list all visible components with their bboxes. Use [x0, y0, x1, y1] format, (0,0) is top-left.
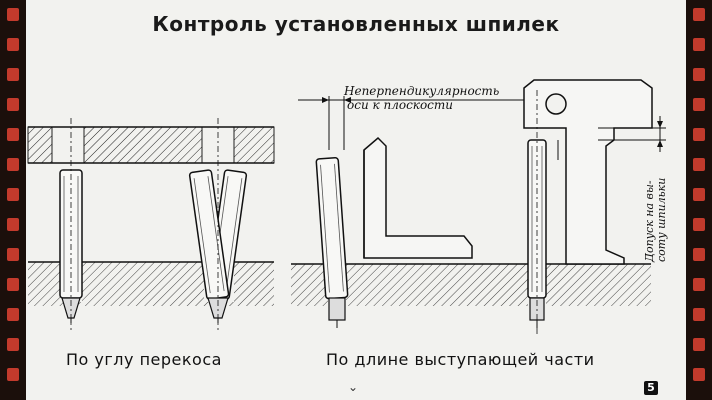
film-perforation [693, 218, 705, 231]
square-gauge [363, 136, 473, 259]
caption-protrusion-length: По длине выступающей части [326, 350, 595, 369]
page-number-badge: 5 [644, 381, 658, 395]
film-perforation [693, 68, 705, 81]
film-perforation [7, 8, 19, 21]
filmstrip-right [686, 0, 712, 400]
top-plate [27, 126, 275, 164]
film-perforation [7, 188, 19, 201]
film-perforation [693, 338, 705, 351]
film-perforation [7, 38, 19, 51]
stud-inspection-diagram [27, 79, 666, 335]
chevron-down-icon[interactable]: ⌄ [348, 380, 359, 394]
film-perforation [693, 98, 705, 111]
stud-tilted-right [315, 157, 349, 328]
film-perforation [7, 98, 19, 111]
perpendicularity-label-line2: оси к плоскости [347, 98, 454, 112]
perpendicularity-label-line1: Неперпендикулярность [344, 84, 500, 98]
film-perforation [693, 278, 705, 291]
film-perforation [7, 338, 19, 351]
slide-title: Контроль установленных шпилек [152, 12, 560, 36]
film-perforation [693, 158, 705, 171]
height-tolerance-label-line2: соту шпильки [655, 177, 668, 262]
stud-tilted-pair [188, 169, 248, 323]
film-perforation [693, 38, 705, 51]
slide: Контроль установленных шпилек Неперпенди… [26, 0, 686, 400]
film-perforation [7, 128, 19, 141]
center-lines [70, 90, 538, 335]
film-perforation [7, 278, 19, 291]
film-perforation [693, 188, 705, 201]
film-perforation [7, 158, 19, 171]
caption-tilt-angle: По углу перекоса [66, 350, 222, 369]
film-perforation [7, 368, 19, 381]
height-gauge [523, 79, 653, 265]
film-perforation [693, 8, 705, 21]
film-perforation [7, 68, 19, 81]
film-perforation [693, 308, 705, 321]
perpendicularity-dimension [298, 96, 526, 150]
film-perforation [7, 218, 19, 231]
height-tolerance-label: Допуск на вы- соту шпильки [643, 177, 668, 262]
film-perforation [693, 128, 705, 141]
film-perforation [693, 248, 705, 261]
film-perforation [693, 368, 705, 381]
filmstrip-left [0, 0, 26, 400]
film-perforation [7, 248, 19, 261]
height-tolerance-dimension [598, 116, 666, 152]
film-perforation [7, 308, 19, 321]
